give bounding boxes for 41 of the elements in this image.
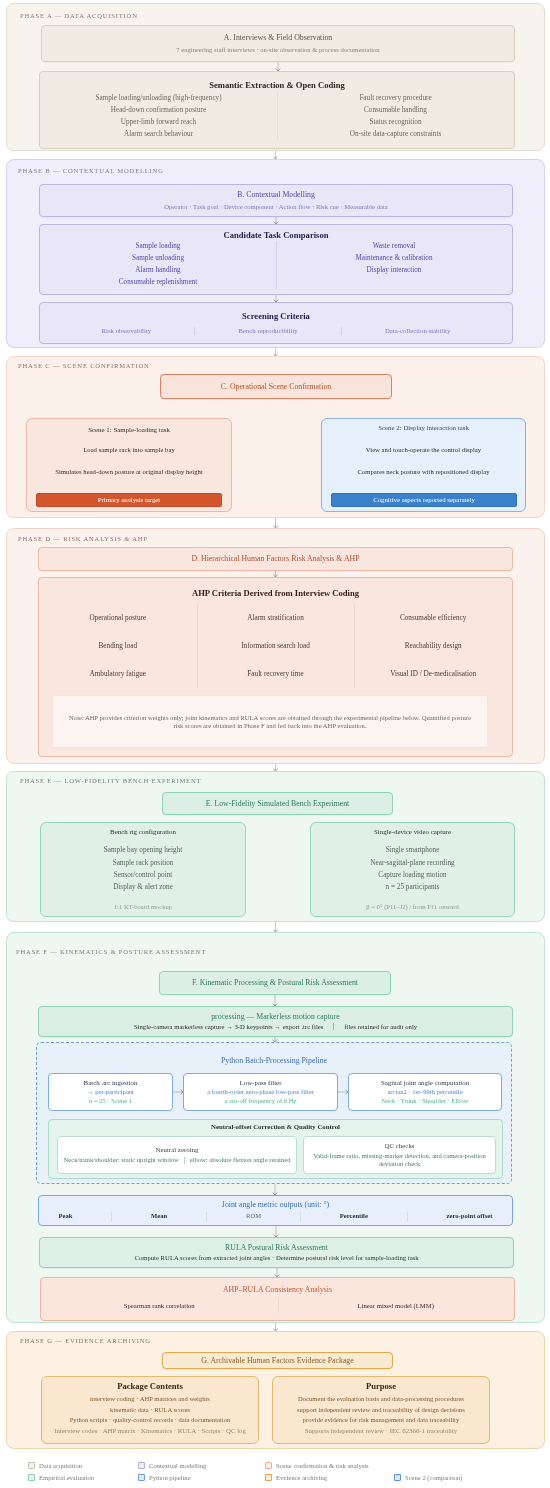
phase-panel [6, 3, 545, 151]
scene-card [321, 418, 526, 512]
phase-panel [6, 528, 545, 764]
section-heading: Screening Criteria [242, 310, 310, 322]
section-heading: Semantic Extraction & Open Coding [209, 79, 345, 91]
section-heading: Purpose [365, 1381, 397, 1392]
scene-card [26, 418, 232, 512]
content-panel [38, 577, 513, 757]
phase-panel [6, 1331, 545, 1449]
content-panel [48, 1119, 503, 1179]
scene-card [272, 1376, 490, 1444]
section-heading: Candidate Task Comparison [223, 230, 329, 241]
step-card [57, 1136, 297, 1174]
process-box [38, 547, 513, 571]
process-box [41, 25, 515, 62]
process-box [162, 1352, 393, 1369]
process-box [39, 184, 513, 217]
content-panel [39, 71, 515, 149]
phase-panel [6, 932, 545, 1323]
content-panel [40, 1277, 515, 1321]
phase-panel [6, 356, 545, 518]
process-box [39, 1237, 514, 1268]
scene-card [310, 822, 515, 917]
step-card [303, 1136, 496, 1174]
phase-panel [6, 771, 545, 922]
content-panel [39, 302, 513, 344]
content-panel [39, 224, 513, 295]
step-card [183, 1073, 338, 1111]
step-card [48, 1073, 173, 1111]
pipeline-frame [36, 1042, 512, 1184]
step-card [348, 1073, 502, 1111]
process-box [159, 971, 391, 995]
section-heading: AHP Criteria Derived from Interview Coding [191, 588, 360, 599]
content-panel [38, 1195, 513, 1226]
process-box [162, 792, 393, 815]
phase-panel [6, 159, 545, 348]
section-heading: Package Contents [117, 1381, 183, 1392]
scene-card [41, 1376, 259, 1444]
process-box [160, 374, 392, 399]
scene-card [40, 822, 246, 917]
process-box [38, 1006, 513, 1037]
